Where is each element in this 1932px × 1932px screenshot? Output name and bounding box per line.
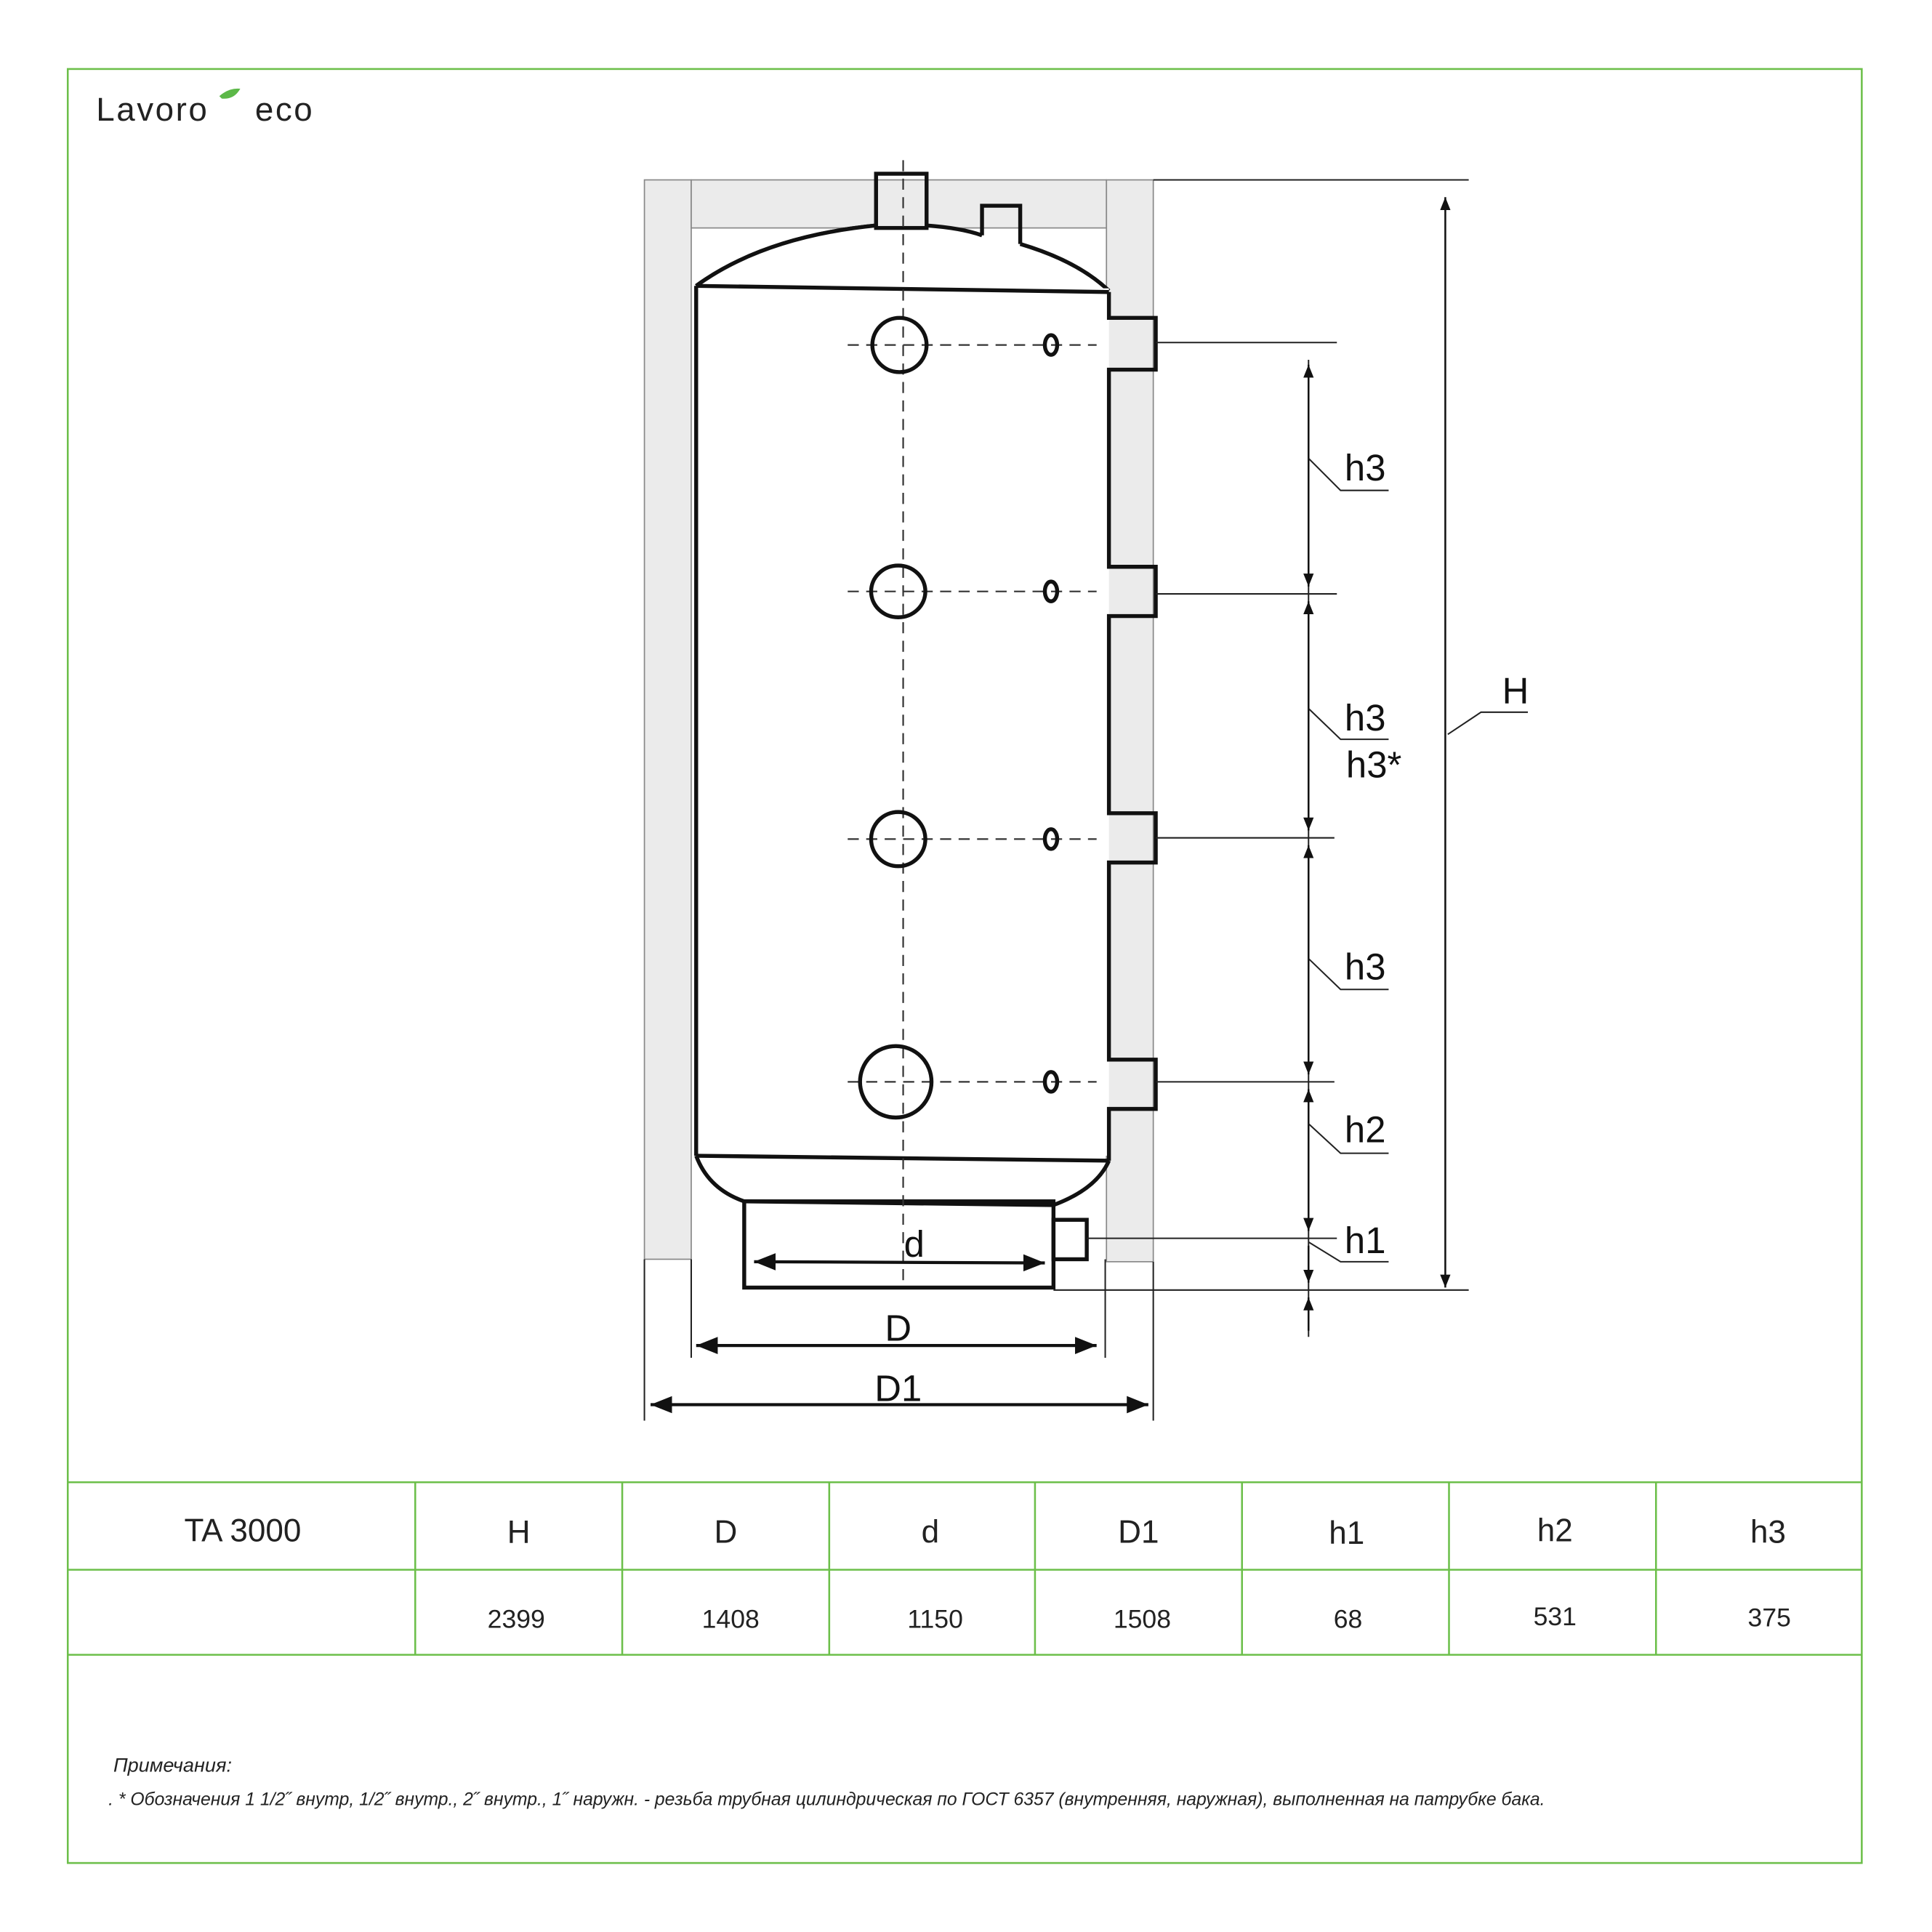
logo: Lavoro eco xyxy=(96,88,314,128)
table-cell: 375 xyxy=(1748,1603,1791,1633)
label-D: D xyxy=(885,1307,911,1348)
side-nozzles xyxy=(1106,291,1158,1161)
top-small-nozzle xyxy=(980,204,1023,244)
table-header: D xyxy=(715,1514,738,1550)
dimensions: d D D1 H h3 h3 h3* h3 h2 h xyxy=(643,179,1529,1421)
port-circle xyxy=(869,563,927,619)
port-circle xyxy=(870,315,929,374)
logo-text-left: Lavoro xyxy=(96,91,209,128)
table-cell: 2399 xyxy=(488,1604,545,1633)
label-h3: h3 xyxy=(1345,946,1386,988)
top-nozzle xyxy=(874,172,929,230)
port-circle xyxy=(858,1044,934,1120)
table-cell: 1508 xyxy=(1114,1604,1171,1633)
label-h3: h3 xyxy=(1345,447,1386,488)
label-h3-star: h3* xyxy=(1346,744,1401,786)
table-cell: 531 xyxy=(1534,1602,1577,1631)
notes: Примечания: . * Обозначения 1 1/2˝ внутр… xyxy=(108,1754,1545,1810)
insulation xyxy=(643,179,1154,1263)
label-h2: h2 xyxy=(1345,1108,1386,1150)
model-name: TA 3000 xyxy=(185,1513,302,1549)
tank-body xyxy=(694,160,1158,1290)
page-frame xyxy=(66,68,1863,1864)
notes-text: . * Обозначения 1 1/2˝ внутр, 1/2˝ внутр… xyxy=(108,1790,1545,1809)
sensor-port xyxy=(1042,1070,1060,1094)
table-cell: 68 xyxy=(1334,1604,1363,1633)
label-h3: h3 xyxy=(1345,697,1386,738)
logo-text-right: eco xyxy=(255,91,314,128)
sensor-port xyxy=(1042,579,1060,603)
label-H: H xyxy=(1502,670,1529,712)
tank-skirt xyxy=(742,1199,1056,1290)
notes-title: Примечания: xyxy=(113,1754,232,1776)
ports xyxy=(848,315,1097,1120)
port-circle xyxy=(869,810,927,869)
bottom-nozzle xyxy=(1051,1217,1089,1262)
table-header: H xyxy=(507,1514,531,1550)
table-header: D1 xyxy=(1118,1514,1159,1550)
table-cell: 1150 xyxy=(907,1604,963,1633)
table-header: h3 xyxy=(1750,1514,1786,1550)
table-header: h1 xyxy=(1329,1516,1364,1551)
label-h1: h1 xyxy=(1345,1220,1386,1261)
label-D1: D1 xyxy=(874,1367,922,1409)
dimensions-table: TA 3000 H D d D1 h1 h2 h3 2399 1408 1150… xyxy=(68,1481,1862,1656)
sensor-port xyxy=(1042,827,1060,851)
table-cell: 1408 xyxy=(702,1604,760,1633)
table-header: h2 xyxy=(1537,1513,1573,1549)
leaf-icon xyxy=(219,88,241,99)
sensor-port xyxy=(1042,333,1060,357)
table-header: d xyxy=(922,1514,940,1550)
label-d: d xyxy=(904,1223,925,1265)
